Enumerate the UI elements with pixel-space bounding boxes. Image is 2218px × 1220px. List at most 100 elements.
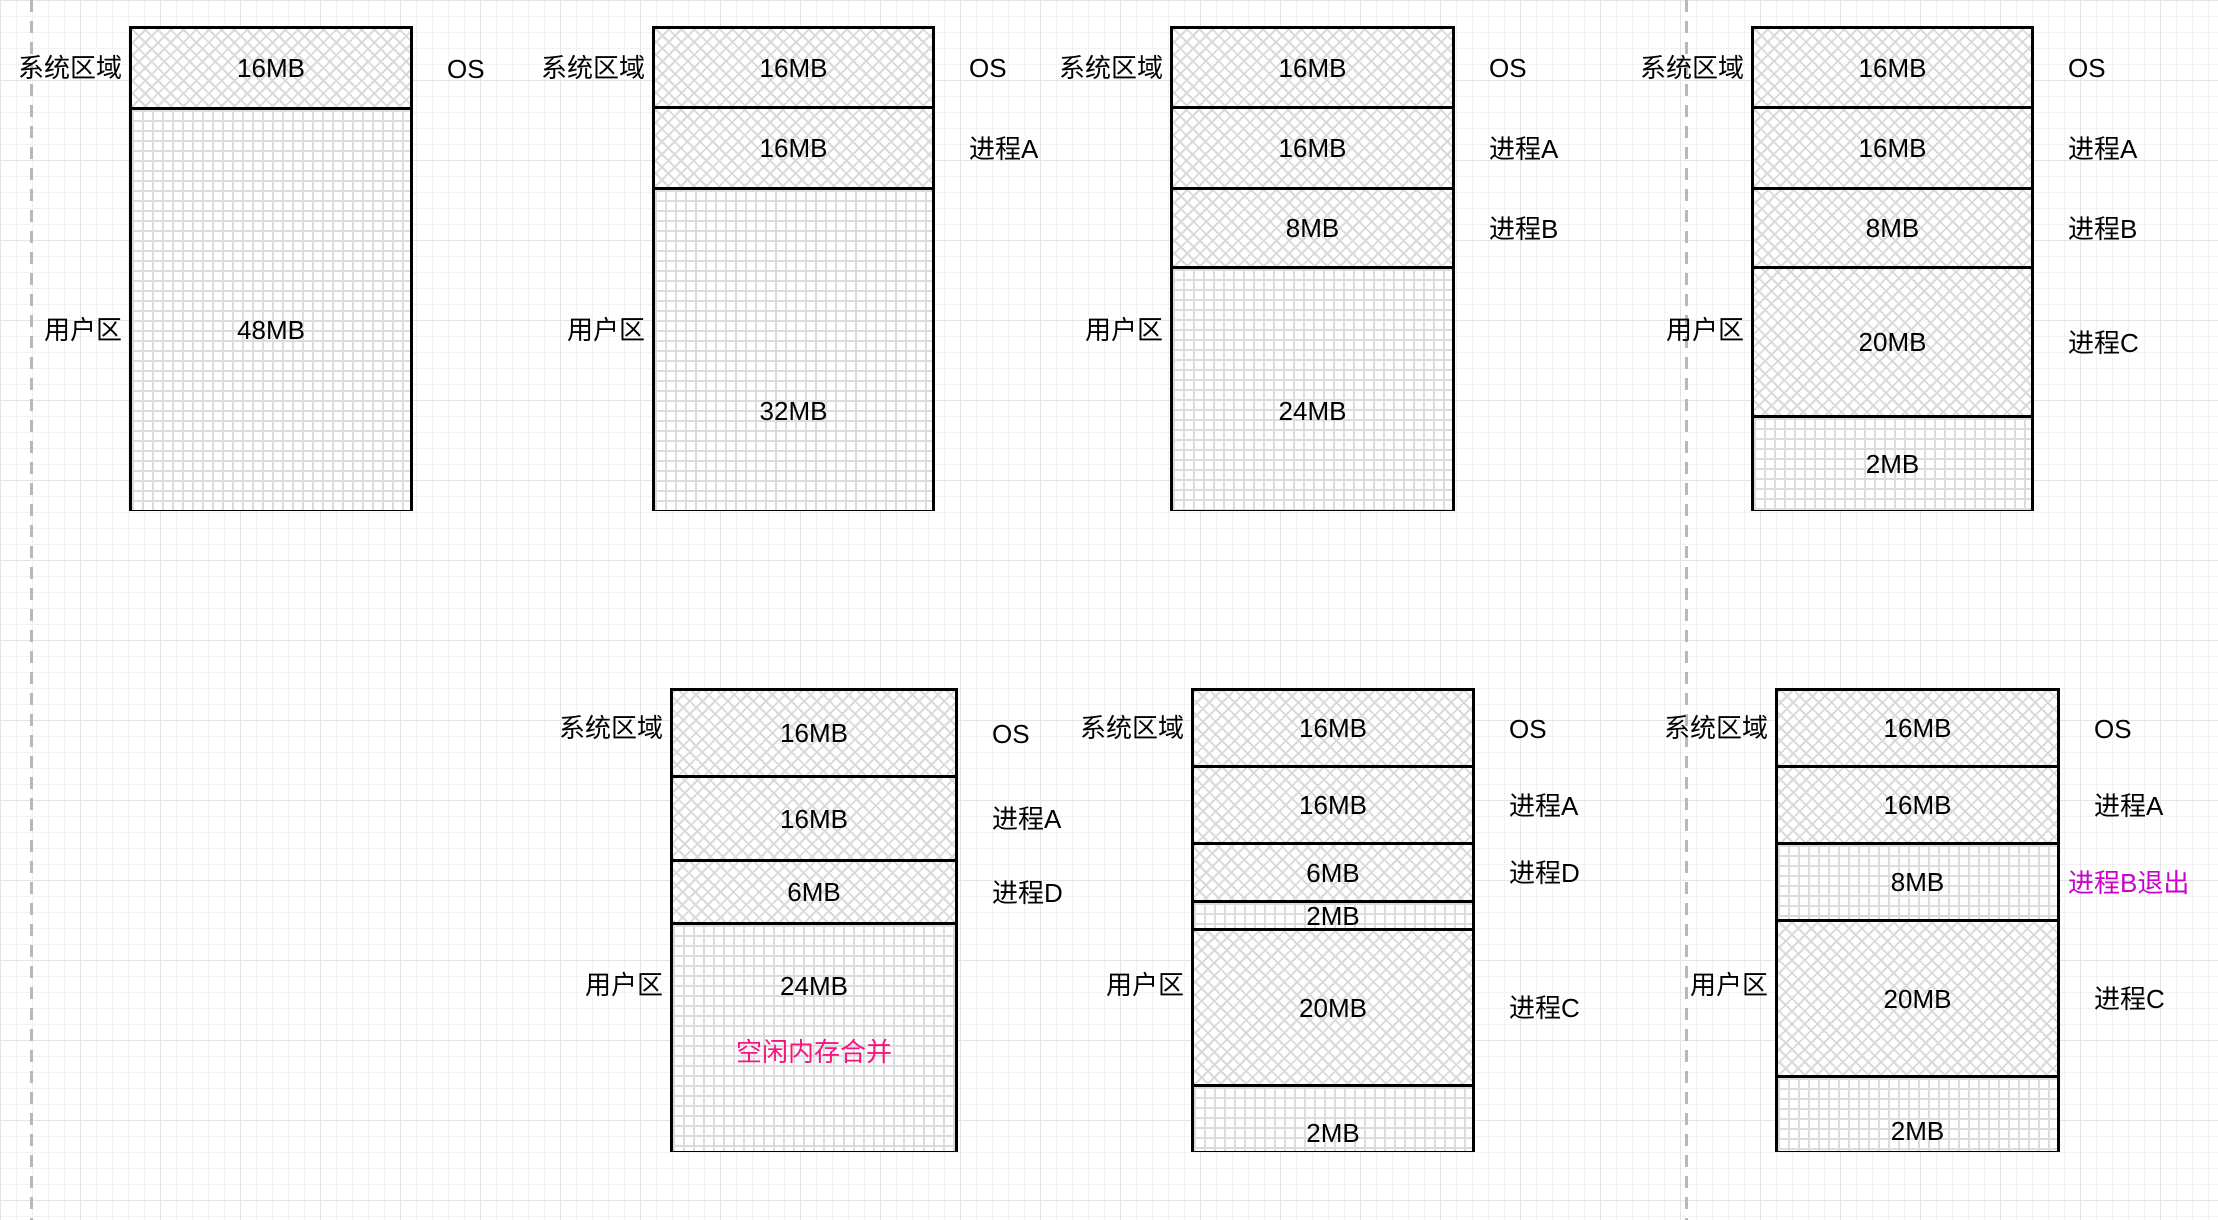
memory-box-step-2-process-a-loaded[interactable]: 16MB 16MB 32MB: [652, 26, 935, 511]
memory-block-20mb-进程C[interactable]: 20MB: [1778, 922, 2057, 1078]
region-label-user-area[interactable]: 用户区: [1105, 970, 1184, 1000]
process-label-进程A[interactable]: 进程A: [1509, 790, 1579, 821]
memory-block-20mb-进程C[interactable]: 20MB: [1754, 269, 2031, 418]
memory-block-2mb[interactable]: 2MB: [1194, 903, 1472, 931]
process-label-进程A[interactable]: 进程A: [2094, 790, 2164, 821]
memory-block-32mb[interactable]: 32MB: [655, 190, 932, 510]
memory-block-8mb-进程B[interactable]: 8MB: [1173, 190, 1452, 269]
memory-block-16mb-进程A[interactable]: 16MB: [1754, 109, 2031, 190]
memory-block-16mb-进程A[interactable]: 16MB: [1173, 109, 1452, 190]
memory-block-2mb[interactable]: 2MB: [1194, 1087, 1472, 1151]
process-label-进程C[interactable]: 进程C: [2094, 984, 2165, 1014]
region-label-system-area[interactable]: 系统区域: [558, 713, 663, 743]
process-label-进程A[interactable]: 进程A: [2068, 133, 2138, 164]
block-size-label: 32MB: [759, 395, 828, 426]
memory-block-16mb-进程A[interactable]: 16MB: [1194, 768, 1472, 845]
region-label-user-area[interactable]: 用户区: [1084, 315, 1163, 345]
block-annotation-label[interactable]: 空闲内存合并: [735, 1036, 892, 1067]
memory-block-8mb-进程B[interactable]: 8MB: [1754, 190, 2031, 269]
region-label-user-area[interactable]: 用户区: [566, 315, 645, 345]
process-label-进程D[interactable]: 进程D: [992, 877, 1063, 908]
region-label-user-area[interactable]: 用户区: [1665, 315, 1744, 345]
block-size-label: 16MB: [1299, 713, 1367, 743]
process-label-OS[interactable]: OS: [969, 53, 1007, 83]
block-size-label: 8MB: [1890, 867, 1945, 897]
memory-block-16mb-OS[interactable]: 16MB: [673, 691, 955, 778]
block-size-label: 24MB: [780, 971, 848, 1002]
memory-block-16mb-OS[interactable]: 16MB: [655, 29, 932, 109]
block-size-label: 16MB: [237, 53, 305, 83]
memory-block-16mb-OS[interactable]: 16MB: [1754, 29, 2031, 109]
block-size-label: 16MB: [1299, 790, 1367, 820]
block-size-label: 20MB: [1299, 992, 1367, 1023]
memory-block-16mb-进程A[interactable]: 16MB: [673, 778, 955, 862]
region-label-system-area[interactable]: 系统区域: [1639, 53, 1744, 83]
block-size-label: 16MB: [759, 52, 828, 83]
memory-block-24mb[interactable]: 24MB 空闲内存合并: [673, 925, 955, 1151]
region-label-user-area[interactable]: 用户区: [43, 315, 122, 345]
memory-block-2mb[interactable]: 2MB: [1778, 1078, 2057, 1151]
process-label-OS[interactable]: OS: [992, 718, 1030, 749]
block-size-label: 16MB: [1883, 713, 1952, 743]
region-label-system-area[interactable]: 系统区域: [1079, 713, 1184, 743]
memory-block-16mb-进程A[interactable]: 16MB: [1778, 768, 2057, 845]
process-label-OS[interactable]: OS: [447, 53, 485, 84]
memory-block-8mb-进程B退出[interactable]: 8MB: [1778, 845, 2057, 922]
block-size-label: 16MB: [1858, 52, 1927, 83]
process-label-进程B[interactable]: 进程B: [2068, 213, 2138, 244]
process-label-进程A[interactable]: 进程A: [969, 133, 1039, 164]
memory-block-16mb-OS[interactable]: 16MB: [1173, 29, 1452, 109]
process-label-OS[interactable]: OS: [1509, 713, 1547, 744]
block-size-label: 8MB: [1285, 213, 1340, 243]
region-label-user-area[interactable]: 用户区: [584, 970, 663, 1000]
process-label-进程C[interactable]: 进程C: [1509, 993, 1580, 1023]
process-label-OS[interactable]: OS: [1489, 53, 1527, 83]
block-size-label: 16MB: [1858, 133, 1927, 163]
block-size-label: 20MB: [1883, 983, 1952, 1014]
memory-box-step-5-process-b-exited[interactable]: 16MB 16MB 8MB 20MB 2MB: [1775, 688, 2060, 1152]
process-label-进程C[interactable]: 进程C: [2068, 327, 2139, 358]
block-size-label: 24MB: [1278, 396, 1347, 427]
block-size-label: 2MB: [1306, 1118, 1360, 1149]
memory-box-step-6-process-d-loaded[interactable]: 16MB 16MB 6MB 2MB 20MB 2MB: [1191, 688, 1475, 1152]
block-size-label: 16MB: [780, 718, 848, 748]
block-size-label: 16MB: [1278, 52, 1347, 83]
region-label-user-area[interactable]: 用户区: [1689, 970, 1768, 1000]
memory-box-step-1-initial[interactable]: 16MB 48MB: [129, 26, 413, 511]
region-label-system-area[interactable]: 系统区域: [1058, 53, 1163, 83]
process-label-进程A[interactable]: 进程A: [1489, 133, 1559, 164]
page-divider-dashed-line: [1685, 0, 1688, 1220]
block-size-label: 16MB: [1278, 133, 1347, 163]
region-label-system-area[interactable]: 系统区域: [540, 53, 645, 83]
block-size-label: 16MB: [1883, 790, 1952, 820]
process-label-进程A[interactable]: 进程A: [992, 804, 1062, 834]
process-label-进程D[interactable]: 进程D: [1509, 858, 1580, 888]
memory-block-16mb-OS[interactable]: 16MB: [132, 29, 410, 110]
process-label-进程B[interactable]: 进程B: [1489, 213, 1559, 244]
block-size-label: 2MB: [1865, 449, 1920, 479]
memory-block-48mb[interactable]: 48MB: [132, 110, 410, 510]
memory-block-20mb-进程C[interactable]: 20MB: [1194, 931, 1472, 1087]
block-size-label: 2MB: [1306, 900, 1360, 931]
page-divider-dashed-line: [30, 0, 33, 1220]
memory-box-step-3-process-b-loaded[interactable]: 16MB 16MB 8MB 24MB: [1170, 26, 1455, 511]
process-label-OS[interactable]: OS: [2068, 53, 2106, 83]
process-label-OS[interactable]: OS: [2094, 713, 2132, 744]
memory-block-16mb-OS[interactable]: 16MB: [1194, 691, 1472, 768]
region-label-system-area[interactable]: 系统区域: [1663, 713, 1768, 743]
block-size-label: 48MB: [237, 315, 305, 345]
memory-block-6mb-进程D[interactable]: 6MB: [1194, 845, 1472, 903]
memory-block-24mb[interactable]: 24MB: [1173, 269, 1452, 510]
memory-block-2mb[interactable]: 2MB: [1754, 418, 2031, 510]
memory-block-16mb-进程A[interactable]: 16MB: [655, 109, 932, 190]
block-size-label: 2MB: [1890, 1115, 1945, 1146]
region-label-system-area[interactable]: 系统区域: [17, 53, 122, 83]
memory-block-16mb-OS[interactable]: 16MB: [1778, 691, 2057, 768]
memory-block-6mb-进程D[interactable]: 6MB: [673, 862, 955, 925]
block-size-label: 16MB: [759, 133, 828, 163]
process-label-进程B退出[interactable]: 进程B退出: [2068, 867, 2190, 898]
block-size-label: 6MB: [1306, 857, 1360, 888]
